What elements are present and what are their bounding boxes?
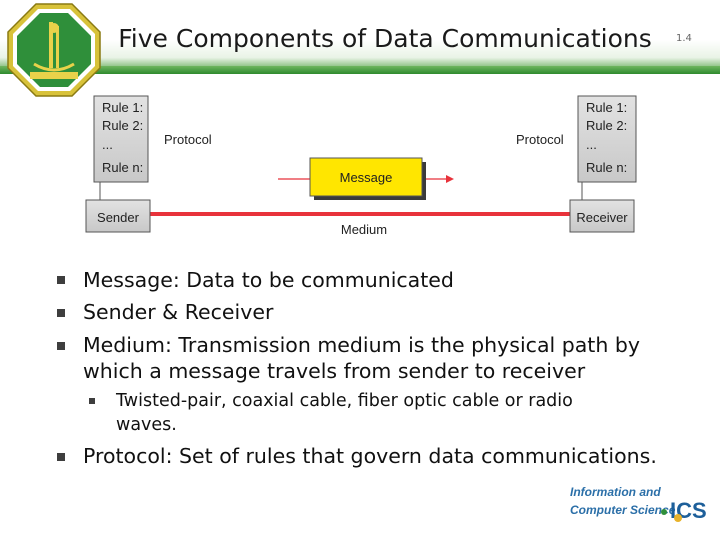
receiver-rule-n: Rule n: bbox=[586, 160, 627, 175]
bullet-protocol: Protocol: Set of rules that govern data … bbox=[83, 444, 657, 468]
university-emblem-icon bbox=[7, 3, 101, 97]
medium-label: Medium bbox=[341, 222, 387, 237]
receiver-rule-1: Rule 1: bbox=[586, 100, 627, 115]
bullet-marker bbox=[57, 276, 65, 284]
bullet-sender-receiver: Sender & Receiver bbox=[83, 300, 274, 324]
bullet-marker bbox=[57, 309, 65, 317]
bullet-medium-line2: which a message travels from sender to r… bbox=[83, 359, 586, 383]
data-communication-diagram: Rule 1: Rule 2: ... Rule n: Protocol Rul… bbox=[85, 95, 637, 237]
sub-bullet-marker bbox=[89, 398, 95, 404]
sender-box bbox=[85, 199, 151, 233]
sender-rule-n: Rule n: bbox=[102, 160, 143, 175]
slide-title: Five Components of Data Communications bbox=[118, 24, 652, 53]
sub-bullet-media-line1: Twisted-pair, coaxial cable, fiber optic… bbox=[116, 391, 573, 411]
sender-label: Sender bbox=[97, 210, 140, 225]
bullet-medium-line1: Medium: Transmission medium is the physi… bbox=[83, 333, 640, 357]
medium-line bbox=[148, 212, 572, 216]
bullet-message: Message: Data to be communicated bbox=[83, 268, 454, 292]
footer-line1: Information and bbox=[570, 485, 661, 499]
header-green-bar bbox=[0, 66, 720, 74]
footer-line2: Computer Science bbox=[570, 503, 676, 517]
protocol-label-right: Protocol bbox=[516, 132, 564, 147]
sender-rule-1: Rule 1: bbox=[102, 100, 143, 115]
receiver-label: Receiver bbox=[576, 210, 628, 225]
bullet-marker bbox=[57, 453, 65, 461]
sub-bullet-media-line2: waves. bbox=[116, 415, 177, 435]
sender-rule-ellipsis: ... bbox=[102, 137, 113, 152]
sender-rule-2: Rule 2: bbox=[102, 118, 143, 133]
receiver-rule-ellipsis: ... bbox=[586, 137, 597, 152]
sender-protocol-rules: Rule 1: Rule 2: ... Rule n: bbox=[93, 95, 149, 200]
bullet-marker bbox=[57, 342, 65, 350]
receiver-box bbox=[569, 199, 635, 233]
receiver-rule-2: Rule 2: bbox=[586, 118, 627, 133]
slide-number: 1.4 bbox=[676, 33, 692, 44]
protocol-label-left: Protocol bbox=[164, 132, 212, 147]
ics-department-logo: Information and Computer Science ICS bbox=[570, 485, 707, 523]
message-box bbox=[309, 157, 423, 197]
receiver-protocol-rules: Rule 1: Rule 2: ... Rule n: bbox=[577, 95, 637, 200]
message-label: Message bbox=[340, 170, 393, 185]
slide-header bbox=[0, 0, 720, 72]
